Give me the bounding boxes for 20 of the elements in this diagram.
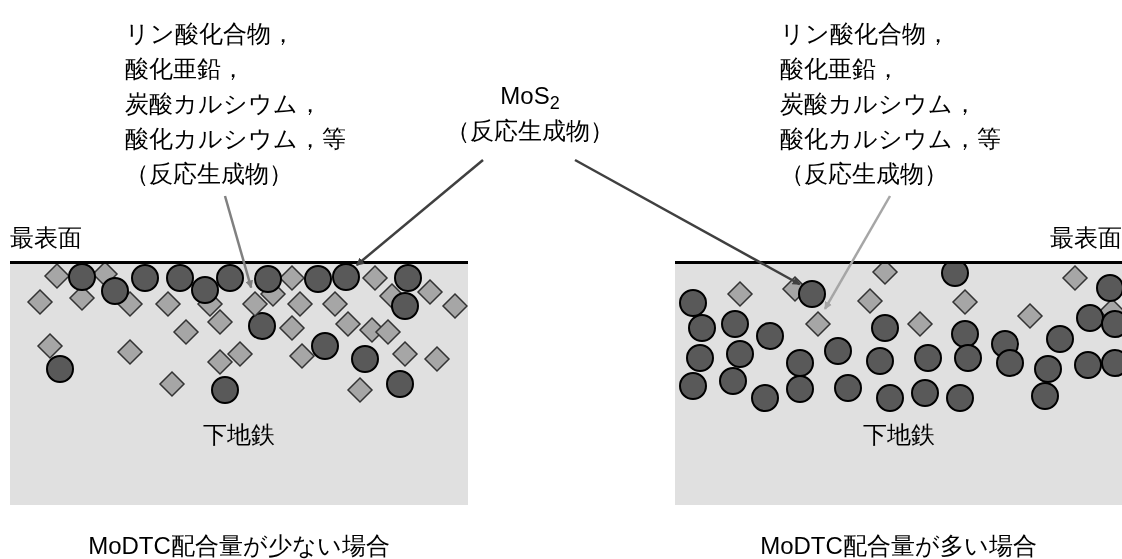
surface-label: 最表面 [10, 223, 82, 253]
callout-text: MoS$_{2}$ [500, 81, 560, 113]
condition-caption: MoDTC配合量が少ない場合 [88, 531, 390, 559]
leader-arrow [223, 195, 254, 289]
callout-note: （反応生成物） [780, 159, 948, 189]
leader-arrow [574, 158, 801, 286]
particle-circle [797, 279, 827, 309]
callout-note: （反応生成物） [125, 159, 293, 189]
leader-arrow [355, 159, 484, 266]
particle-diamond [240, 289, 270, 319]
leader-arrow [823, 195, 892, 310]
condition-caption: MoDTC配合量が多い場合 [760, 531, 1037, 559]
substrate-label: 下地鉄 [862, 420, 935, 450]
particle-diamond [803, 309, 833, 339]
callout-text: リン酸化合物，酸化亜鉛，炭酸カルシウム，酸化カルシウム，等 [780, 19, 1002, 154]
particle-circle [331, 262, 361, 292]
surface-label: 最表面 [1050, 223, 1122, 253]
substrate-label: 下地鉄 [203, 420, 275, 450]
callout-note: （反応生成物） [446, 116, 614, 146]
callout-text: リン酸化合物，酸化亜鉛，炭酸カルシウム，酸化カルシウム，等 [125, 19, 347, 154]
